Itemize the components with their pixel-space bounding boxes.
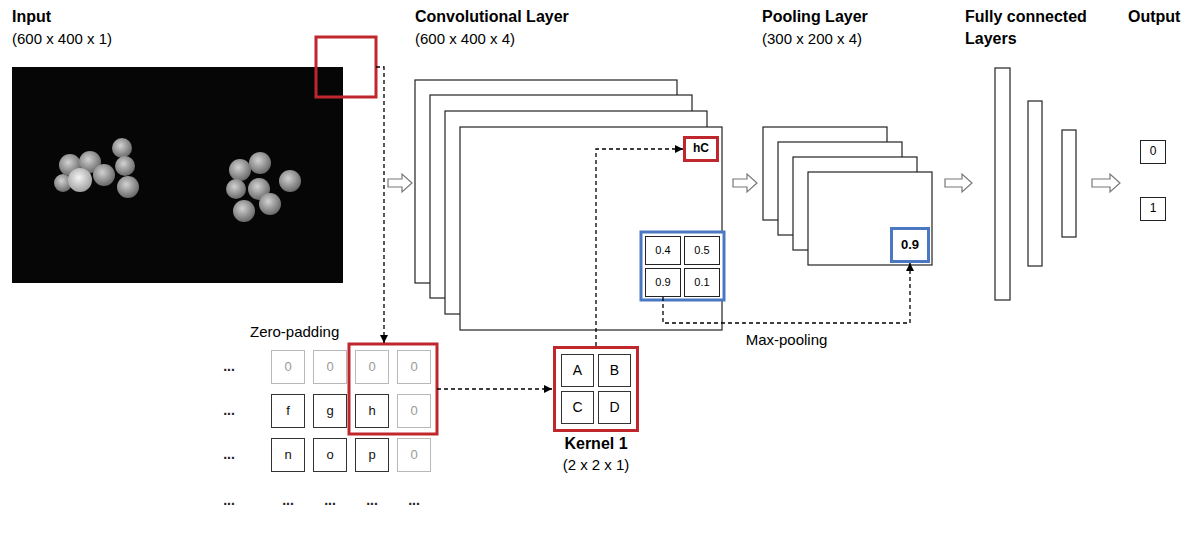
cell-value: n <box>284 448 291 463</box>
cell-value: 0.9 <box>655 276 670 289</box>
cell-value: p <box>368 448 375 463</box>
cell-value: C <box>572 399 582 415</box>
flow-arrow <box>733 174 757 192</box>
kernel-box: Kernel 1(2 x 2 x 1)ABCD <box>553 346 639 432</box>
cell-blob <box>115 156 135 176</box>
flow-arrow <box>945 174 972 192</box>
output-class: 0 <box>1140 140 1166 164</box>
pooled-value: 0.9 <box>890 227 930 263</box>
cell-value: 0.9 <box>901 238 919 253</box>
cell-value: 0 <box>326 360 333 375</box>
cell-blob <box>117 176 139 198</box>
feature-value: 0.4 <box>645 236 681 265</box>
ellipsis: ... <box>408 492 420 509</box>
kernel-name: Kernel 1 <box>563 435 630 453</box>
pixel-cell: o <box>313 438 347 472</box>
pixel-cell: h <box>355 394 389 428</box>
kernel-weight: D <box>598 391 631 424</box>
layer-title: Pooling Layer <box>762 6 868 28</box>
input-image <box>12 67 343 283</box>
layer-title: Output <box>1128 6 1180 28</box>
padding-window <box>349 344 437 434</box>
cell-value: D <box>609 399 619 415</box>
padding-cell: 0 <box>397 438 431 472</box>
pixel-cell: f <box>271 394 305 428</box>
pixel-cell: p <box>355 438 389 472</box>
pixel-cell: g <box>313 394 347 428</box>
feature-value: 0.1 <box>684 268 720 297</box>
pooled-map <box>808 172 932 265</box>
output-class: 1 <box>1140 197 1166 221</box>
feature-value: 0.5 <box>684 236 720 265</box>
cell-blob <box>226 179 246 199</box>
ellipsis: ... <box>223 358 235 375</box>
cell-value: 0 <box>368 360 375 375</box>
cell-value: 0 <box>1150 145 1157 159</box>
cell-value: A <box>573 362 582 378</box>
dashed-connector <box>663 263 910 323</box>
cell-value: f <box>286 404 290 419</box>
layer-title: Input <box>12 6 51 28</box>
cell-blob <box>233 200 255 222</box>
flow-arrow <box>1092 174 1120 192</box>
cell-value: 0 <box>410 360 417 375</box>
cell-blob <box>93 164 115 186</box>
ellipsis: ... <box>282 492 294 509</box>
flow-arrow <box>388 174 412 192</box>
ellipsis: ... <box>324 492 336 509</box>
padding-cell: 0 <box>397 350 431 384</box>
cell-blob <box>112 138 132 158</box>
cell-value: 0.5 <box>694 244 709 257</box>
padding-cell: 0 <box>355 350 389 384</box>
cell-value: hC <box>693 142 709 156</box>
cell-blob <box>249 152 271 174</box>
dense-layer <box>1028 101 1042 266</box>
ellipsis: ... <box>223 402 235 419</box>
kernel-weight: A <box>561 354 594 387</box>
padding-cell: 0 <box>271 350 305 384</box>
cell-blob <box>229 159 251 181</box>
layer-size: (600 x 400 x 1) <box>12 29 112 49</box>
ellipsis: ... <box>366 492 378 509</box>
dashed-leader <box>437 388 552 389</box>
cell-value: 0.4 <box>655 244 670 257</box>
ellipsis: ... <box>223 446 235 463</box>
kernel-weight: C <box>561 391 594 424</box>
cell-blob <box>68 168 92 192</box>
dense-layer <box>995 68 1010 300</box>
output-position: hC <box>683 136 719 162</box>
pooling-window <box>641 232 724 300</box>
layer-title: Convolutional Layer <box>415 6 569 28</box>
dense-layer <box>1062 130 1076 237</box>
cell-value: o <box>326 448 333 463</box>
cell-value: 0 <box>410 404 417 419</box>
cell-blob <box>259 193 281 215</box>
cell-value: g <box>326 404 333 419</box>
layer-title: Fully connected Layers <box>965 6 1105 51</box>
dashed-leader <box>376 67 384 343</box>
input-window <box>316 37 376 97</box>
cell-value: B <box>610 362 619 378</box>
dashed-connector <box>596 149 683 346</box>
ellipsis: ... <box>223 492 235 509</box>
kernel-caption: Kernel 1 (2 x 2 x 1) <box>563 435 630 474</box>
cell-blob <box>279 170 301 192</box>
kernel-size: (2 x 2 x 1) <box>563 456 630 473</box>
cell-value: h <box>368 404 375 419</box>
cell-value: 0 <box>284 360 291 375</box>
layer-size: (600 x 400 x 4) <box>415 29 515 49</box>
cell-value: 1 <box>1150 202 1157 216</box>
feature-value: 0.9 <box>645 268 681 297</box>
padding-cell: 0 <box>397 394 431 428</box>
cell-value: 0 <box>410 448 417 463</box>
connector-label: Max-pooling <box>744 331 830 348</box>
pixel-cell: n <box>271 438 305 472</box>
layer-size: (300 x 200 x 4) <box>762 29 862 49</box>
cell-value: 0.1 <box>694 276 709 289</box>
padding-cell: 0 <box>313 350 347 384</box>
kernel-weight: B <box>598 354 631 387</box>
padding-title: Zero-padding <box>250 322 339 342</box>
